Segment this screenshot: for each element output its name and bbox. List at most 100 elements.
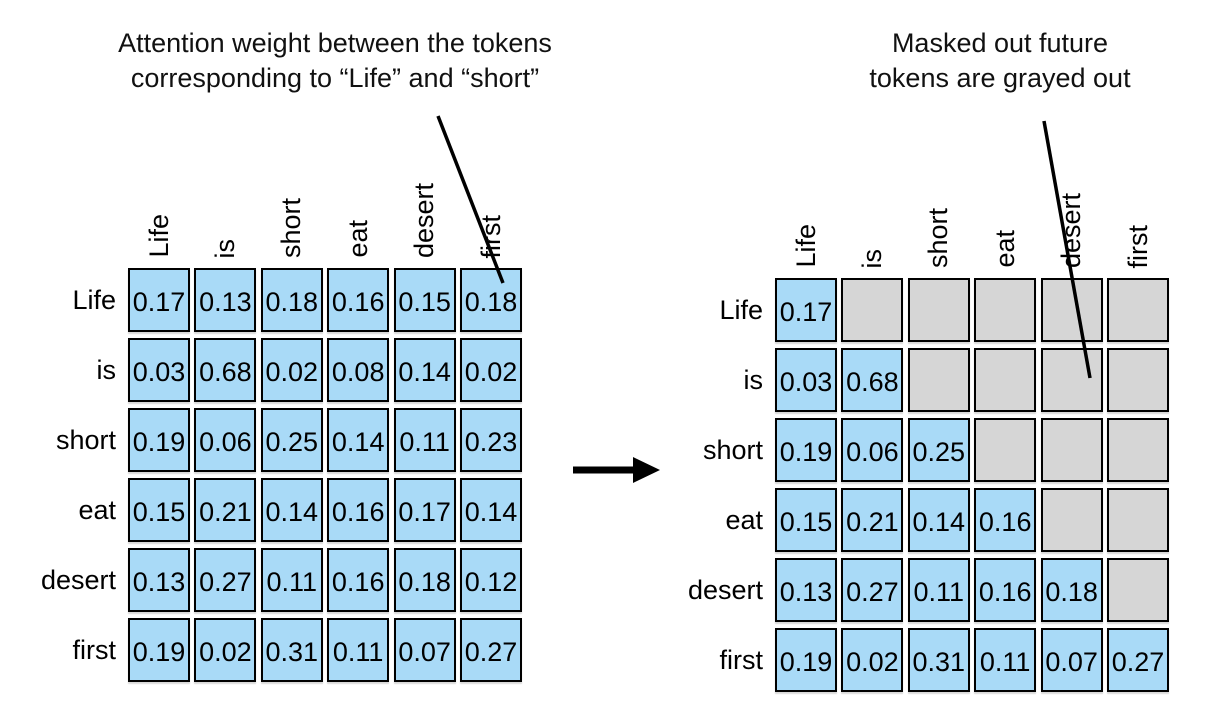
cell-life-life: 0.17 [775, 278, 837, 342]
cell-first-desert: 0.07 [1040, 628, 1103, 692]
row-label-eat: eat [78, 494, 116, 525]
row-label-desert: desert [687, 574, 763, 605]
cell-first-is: 0.02 [841, 628, 904, 692]
cell-short-life: 0.19 [775, 418, 837, 482]
col-header-label: is [856, 248, 887, 269]
left-caption: Attention weight between the tokens corr… [35, 26, 635, 96]
cell-is-life: 0.03 [128, 338, 190, 402]
cell-eat-is: 0.21 [841, 488, 904, 552]
cell-first-desert: 0.07 [393, 618, 456, 682]
cell-eat-short: 0.14 [260, 478, 323, 542]
col-header-label: Life [790, 224, 821, 268]
cell-is-life: 0.03 [775, 348, 837, 412]
cell-desert-desert: 0.18 [1040, 558, 1103, 622]
cell-short-eat: 0.14 [327, 408, 390, 472]
cell-desert-eat: 0.16 [974, 558, 1037, 622]
cell-first-eat: 0.11 [327, 618, 390, 682]
cell-first-first: 0.27 [460, 618, 522, 682]
col-header-label: short [923, 207, 954, 268]
col-header-first: first [1107, 180, 1169, 269]
cell-short-desert-masked [1040, 418, 1103, 482]
cell-first-first: 0.27 [1107, 628, 1169, 692]
cell-is-eat-masked [974, 348, 1037, 412]
right-caption: Masked out future tokens are grayed out [800, 26, 1200, 96]
col-header-label: desert [1056, 192, 1087, 268]
row-label-is: is [743, 364, 764, 395]
cell-first-life: 0.19 [775, 628, 837, 692]
row-label-is: is [96, 354, 117, 385]
cell-short-is: 0.06 [194, 408, 257, 472]
cell-eat-is: 0.21 [194, 478, 257, 542]
col-header-label: eat [989, 230, 1020, 268]
cell-desert-desert: 0.18 [393, 548, 456, 612]
cell-first-is: 0.02 [194, 618, 257, 682]
row-label-short: short [702, 434, 763, 465]
cell-is-short: 0.02 [260, 338, 323, 402]
row-label-short: short [55, 424, 116, 455]
cell-desert-first: 0.12 [460, 548, 522, 612]
cell-short-short: 0.25 [907, 418, 970, 482]
left-caption-line1: Attention weight between the tokens [118, 28, 552, 58]
cell-is-desert: 0.14 [393, 338, 456, 402]
cell-short-eat-masked [974, 418, 1037, 482]
cell-eat-life: 0.15 [128, 478, 190, 542]
right-caption-line2: tokens are grayed out [869, 63, 1131, 94]
right-caption-line1: Masked out future [891, 28, 1109, 58]
cell-life-short: 0.18 [260, 268, 323, 332]
cell-desert-first-masked [1107, 558, 1169, 622]
cell-eat-first: 0.14 [460, 478, 522, 542]
cell-life-is: 0.13 [194, 268, 257, 332]
cell-first-short: 0.31 [260, 618, 323, 682]
row-label-life: Life [719, 294, 763, 325]
row-label-first: first [72, 634, 117, 665]
cell-is-first-masked [1107, 348, 1169, 412]
cell-desert-short: 0.11 [907, 558, 970, 622]
col-header-eat: eat [974, 180, 1036, 268]
col-header-is: is [841, 180, 903, 269]
cell-life-desert-masked [1040, 278, 1103, 342]
cell-eat-life: 0.15 [775, 488, 837, 552]
cell-is-short-masked [907, 348, 970, 412]
cell-life-life: 0.17 [128, 268, 190, 332]
cell-eat-desert-masked [1040, 488, 1103, 552]
cell-short-life: 0.19 [128, 408, 190, 472]
cell-is-desert-masked [1040, 348, 1103, 412]
cell-eat-first-masked [1107, 488, 1169, 552]
cell-life-short-masked [907, 278, 970, 342]
cell-desert-is: 0.27 [194, 548, 257, 612]
row-label-first: first [719, 644, 764, 675]
left-caption-line2: corresponding to “Life” and “short” [130, 63, 540, 94]
cell-life-first-masked [1107, 278, 1169, 342]
cell-eat-eat: 0.16 [327, 478, 390, 542]
cell-is-is: 0.68 [194, 338, 257, 402]
cell-desert-short: 0.11 [260, 548, 323, 612]
cell-desert-life: 0.13 [775, 558, 837, 622]
cell-first-short: 0.31 [907, 628, 970, 692]
cell-short-desert: 0.11 [393, 408, 456, 472]
cell-eat-short: 0.14 [907, 488, 970, 552]
cell-eat-desert: 0.17 [393, 478, 456, 542]
cell-eat-eat: 0.16 [974, 488, 1037, 552]
cell-short-first: 0.23 [460, 408, 522, 472]
col-header-desert: desert [1041, 180, 1103, 268]
col-header-label: first [1122, 224, 1153, 269]
cell-is-first: 0.02 [460, 338, 522, 402]
col-header-short: short [908, 180, 970, 268]
cell-first-eat: 0.11 [974, 628, 1037, 692]
row-label-eat: eat [725, 504, 763, 535]
cell-short-is: 0.06 [841, 418, 904, 482]
cell-life-eat-masked [974, 278, 1037, 342]
col-header-life: Life [775, 180, 837, 268]
cell-is-is: 0.68 [841, 348, 904, 412]
row-label-desert: desert [40, 564, 116, 595]
cell-life-eat: 0.16 [327, 268, 390, 332]
cell-desert-is: 0.27 [841, 558, 904, 622]
cell-first-life: 0.19 [128, 618, 190, 682]
cell-desert-eat: 0.16 [327, 548, 390, 612]
cell-is-eat: 0.08 [327, 338, 390, 402]
cell-short-first-masked [1107, 418, 1169, 482]
row-label-life: Life [72, 284, 116, 315]
